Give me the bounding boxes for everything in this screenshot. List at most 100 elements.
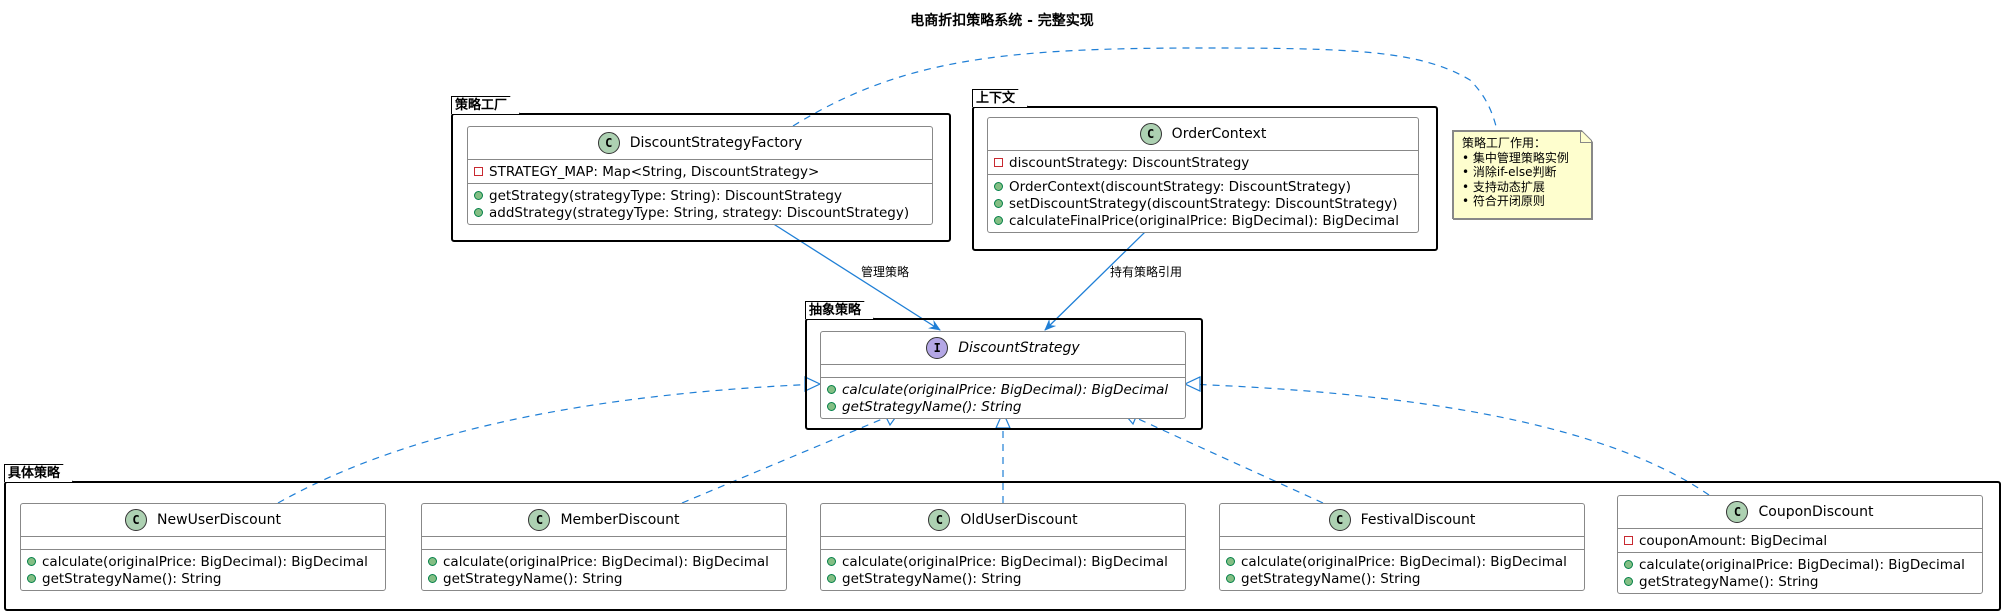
note-line: • 集中管理策略实例: [1462, 150, 1569, 165]
realization-newuser: [277, 383, 820, 504]
fields-section: [21, 537, 385, 550]
note-line: 策略工厂作用：: [1462, 136, 1547, 150]
public-visibility-icon: [428, 557, 437, 566]
method-row: getStrategyName(): String: [27, 570, 379, 587]
interface-badge-icon: I: [926, 337, 949, 359]
class-badge-icon: C: [528, 509, 551, 531]
class-old-user-discount[interactable]: C OldUserDiscount calculate(originalPric…: [820, 503, 1186, 591]
methods-section: calculate(originalPrice: BigDecimal): Bi…: [422, 550, 786, 590]
fields-section: STRATEGY_MAP: Map<String, DiscountStrate…: [468, 160, 932, 184]
class-name: OldUserDiscount: [960, 512, 1078, 528]
package-concrete-strategies: 具体策略: [4, 481, 2001, 611]
class-badge-icon: C: [1726, 501, 1749, 523]
private-visibility-icon: [1624, 536, 1633, 545]
note-line: • 消除if-else判断: [1462, 165, 1557, 179]
method-row: calculate(originalPrice: BigDecimal): Bi…: [827, 381, 1179, 398]
fields-section: [422, 537, 786, 550]
note-line: • 符合开闭原则: [1462, 194, 1545, 208]
class-discount-strategy-factory[interactable]: C DiscountStrategyFactory STRATEGY_MAP: …: [467, 126, 933, 225]
private-visibility-icon: [474, 167, 483, 176]
public-visibility-icon: [27, 574, 36, 583]
methods-section: getStrategy(strategyType: String): Disco…: [468, 184, 932, 224]
public-visibility-icon: [994, 199, 1003, 208]
public-visibility-icon: [27, 557, 36, 566]
method-row: setDiscountStrategy(discountStrategy: Di…: [994, 195, 1412, 212]
methods-section: calculate(originalPrice: BigDecimal): Bi…: [821, 550, 1185, 590]
package-context: 上下文: [972, 106, 1438, 251]
method-row: calculate(originalPrice: BigDecimal): Bi…: [1226, 553, 1578, 570]
method-row: getStrategyName(): String: [1624, 573, 1976, 590]
note-border: [1452, 130, 1592, 219]
methods-section: calculate(originalPrice: BigDecimal): Bi…: [821, 378, 1185, 418]
class-badge-icon: C: [125, 509, 148, 531]
public-visibility-icon: [474, 191, 483, 200]
public-visibility-icon: [994, 216, 1003, 225]
note-fold-icon: [1580, 131, 1592, 143]
realization-festival: [1122, 411, 1324, 504]
fields-section: [821, 537, 1185, 550]
public-visibility-icon: [994, 182, 1003, 191]
class-new-user-discount[interactable]: C NewUserDiscount calculate(originalPric…: [20, 503, 386, 591]
public-visibility-icon: [1624, 560, 1633, 569]
package-strategy-factory: 策略工厂: [451, 113, 951, 242]
fields-section: discountStrategy: DiscountStrategy: [988, 151, 1418, 175]
edge-label-hold-strategy-ref: 持有策略引用: [1110, 265, 1183, 279]
field-row: discountStrategy: DiscountStrategy: [994, 154, 1412, 171]
class-badge-icon: C: [1139, 123, 1162, 145]
note-line: • 支持动态扩展: [1462, 179, 1545, 194]
fields-section: couponAmount: BigDecimal: [1618, 529, 1982, 553]
method-row: calculate(originalPrice: BigDecimal): Bi…: [428, 553, 780, 570]
interface-name: DiscountStrategy: [958, 340, 1080, 356]
class-badge-icon: C: [597, 132, 620, 154]
method-row: getStrategyName(): String: [428, 570, 780, 587]
method-row: calculate(originalPrice: BigDecimal): Bi…: [1624, 556, 1976, 573]
field-row: STRATEGY_MAP: Map<String, DiscountStrate…: [474, 163, 926, 180]
package-tab: 上下文: [972, 89, 1028, 107]
package-tab: 抽象策略: [805, 301, 874, 319]
public-visibility-icon: [474, 208, 483, 217]
class-badge-icon: C: [928, 509, 951, 531]
class-coupon-discount[interactable]: C CouponDiscount couponAmount: BigDecima…: [1617, 495, 1983, 594]
package-tab: 具体策略: [4, 464, 73, 482]
public-visibility-icon: [428, 574, 437, 583]
methods-section: calculate(originalPrice: BigDecimal): Bi…: [1618, 553, 1982, 593]
method-row: addStrategy(strategyType: String, strate…: [474, 204, 926, 221]
realization-coupon: [1185, 383, 1710, 496]
class-name: NewUserDiscount: [157, 512, 281, 528]
public-visibility-icon: [1226, 557, 1235, 566]
fields-section: [821, 365, 1185, 378]
note-connector: [792, 47, 1498, 131]
realization-arrowhead-coupon: [1183, 376, 1201, 392]
public-visibility-icon: [827, 402, 836, 411]
fields-section: [1220, 537, 1584, 550]
public-visibility-icon: [1624, 577, 1633, 586]
method-row: getStrategyName(): String: [827, 398, 1179, 415]
class-member-discount[interactable]: C MemberDiscount calculate(originalPrice…: [421, 503, 787, 591]
class-order-context[interactable]: C OrderContext discountStrategy: Discoun…: [987, 117, 1419, 233]
class-badge-icon: C: [1328, 509, 1351, 531]
class-name: MemberDiscount: [560, 512, 680, 528]
public-visibility-icon: [827, 385, 836, 394]
edge-label-manage-strategy: 管理策略: [861, 265, 910, 279]
method-row: getStrategy(strategyType: String): Disco…: [474, 187, 926, 204]
note-factory-purpose: 策略工厂作用： • 集中管理策略实例 • 消除if-else判断 • 支持动态扩…: [1453, 131, 1593, 220]
public-visibility-icon: [827, 574, 836, 583]
method-row: calculate(originalPrice: BigDecimal): Bi…: [827, 553, 1179, 570]
field-row: couponAmount: BigDecimal: [1624, 532, 1976, 549]
public-visibility-icon: [1226, 574, 1235, 583]
class-festival-discount[interactable]: C FestivalDiscount calculate(originalPri…: [1219, 503, 1585, 591]
class-name: OrderContext: [1171, 126, 1267, 142]
method-row: calculate(originalPrice: BigDecimal): Bi…: [27, 553, 379, 570]
private-visibility-icon: [994, 158, 1003, 167]
class-name: CouponDiscount: [1758, 504, 1874, 520]
method-row: getStrategyName(): String: [827, 570, 1179, 587]
class-name: DiscountStrategyFactory: [629, 135, 803, 151]
diagram-title: 电商折扣策略系统 - 完整实现: [910, 13, 1094, 29]
context-to-strategy-arrow: [1044, 231, 1146, 331]
methods-section: calculate(originalPrice: BigDecimal): Bi…: [1220, 550, 1584, 590]
class-name: FestivalDiscount: [1360, 512, 1476, 528]
interface-discount-strategy[interactable]: I DiscountStrategy calculate(originalPri…: [820, 331, 1186, 419]
realization-member: [681, 411, 900, 504]
package-tab: 策略工厂: [451, 96, 520, 114]
method-row: OrderContext(discountStrategy: DiscountS…: [994, 178, 1412, 195]
